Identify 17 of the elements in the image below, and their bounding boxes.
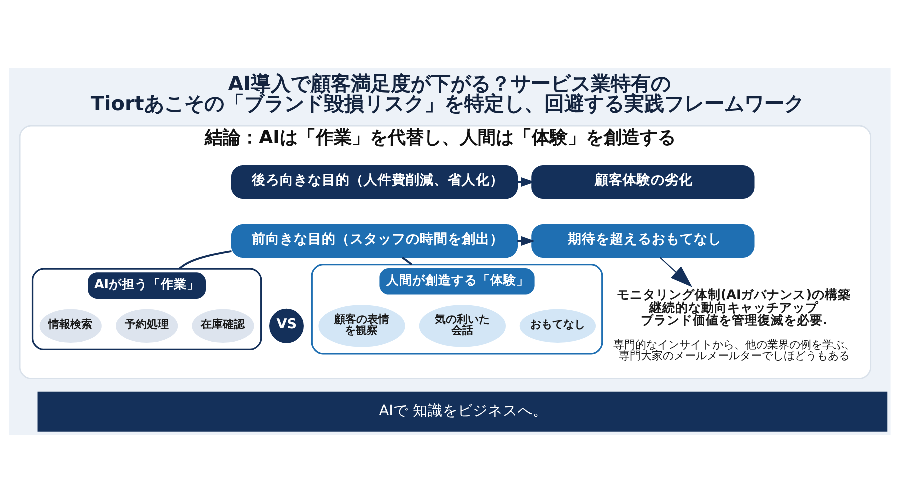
node-box: 期待を超えるおもてなし [532, 224, 755, 258]
node-ellipse: 情報検索 [40, 308, 102, 342]
node-circle: VS [268, 306, 306, 345]
diagram-title: AI導入で顧客満足度が下がる？サービス業特有のTiortあこその「ブランド毀損リスク」を特定し、回避する実践フレームワーク [90, 70, 804, 115]
node-box: AIで 知識をビジネスへ。 [38, 391, 888, 432]
connector [178, 250, 232, 270]
node-box: 前向きな目的（スタッフの時間を創出） [231, 224, 518, 258]
node-ellipse: おもてなし [520, 308, 596, 342]
arrow [660, 256, 692, 287]
node-text: モニタリング体制(AIガバナンス)の構築 継続的な動向キャッチアップ ブランド価値を管理復滅を必要. 専門的なインサイトから、他の業界の例を学ぶ、専門大家のメールメールターでしほどうもある [614, 286, 856, 362]
node-box: 後ろ向きな目的（人件費削減、省人化） [231, 165, 518, 199]
node-ellipse: 予約処理 [116, 308, 178, 342]
node-ellipse: 在庫確認 [192, 308, 254, 342]
connector [402, 256, 413, 266]
node-ellipse: 顧客の表情を観察 [318, 304, 406, 347]
node-ellipse: 気の利いた会話 [419, 304, 506, 347]
node-box: 顧客体験の劣化 [532, 165, 755, 199]
